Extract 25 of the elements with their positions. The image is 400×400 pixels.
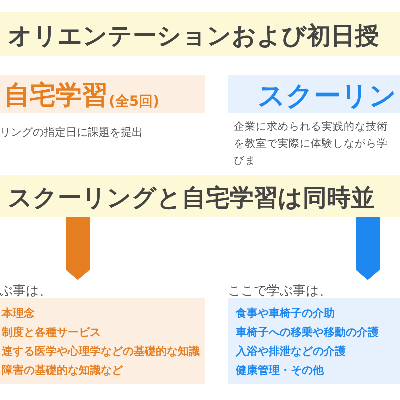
- section-header-panel: [0, 75, 205, 113]
- intro-text: ぶ事は、: [0, 283, 52, 301]
- down-arrow: [66, 217, 90, 280]
- heading-text: スクーリン: [258, 80, 397, 114]
- list-item-text: 車椅子への移乗や移動の介護: [236, 325, 379, 340]
- description-text: 企業に求められる実践的な技術を教室で実際に体験しながら学びま: [234, 120, 389, 169]
- note-text: (全5回): [109, 92, 160, 111]
- section-header-panel: [228, 75, 400, 113]
- down-arrow: [356, 217, 380, 280]
- list-item-text: 食事や車椅子の介助: [236, 306, 335, 321]
- list-item-text: 連する医学や心理学などの基礎的な知識: [2, 344, 200, 359]
- heading-text: オリエンテーションおよび初日授: [8, 20, 379, 52]
- list-item-text: 入浴や排泄などの介護: [236, 344, 346, 359]
- list-item-text: 制度と各種サービス: [2, 325, 101, 340]
- list-item-text: 健康管理・その他: [236, 363, 324, 378]
- list-item-text: 障害の基礎的な知識など: [2, 363, 123, 378]
- heading-text: スクーリングと自宅学習は同時並: [8, 182, 375, 214]
- topic-list-panel: [0, 298, 205, 384]
- topic-list-panel: [228, 298, 400, 384]
- description-text: リングの指定日に課題を提出: [0, 125, 143, 141]
- heading-band: [0, 175, 400, 217]
- list-item-text: 本理念: [2, 306, 35, 321]
- intro-text: ここで学ぶ事は、: [228, 283, 332, 301]
- heading-text: 自宅学習: [4, 80, 108, 114]
- heading-band: [0, 12, 400, 56]
